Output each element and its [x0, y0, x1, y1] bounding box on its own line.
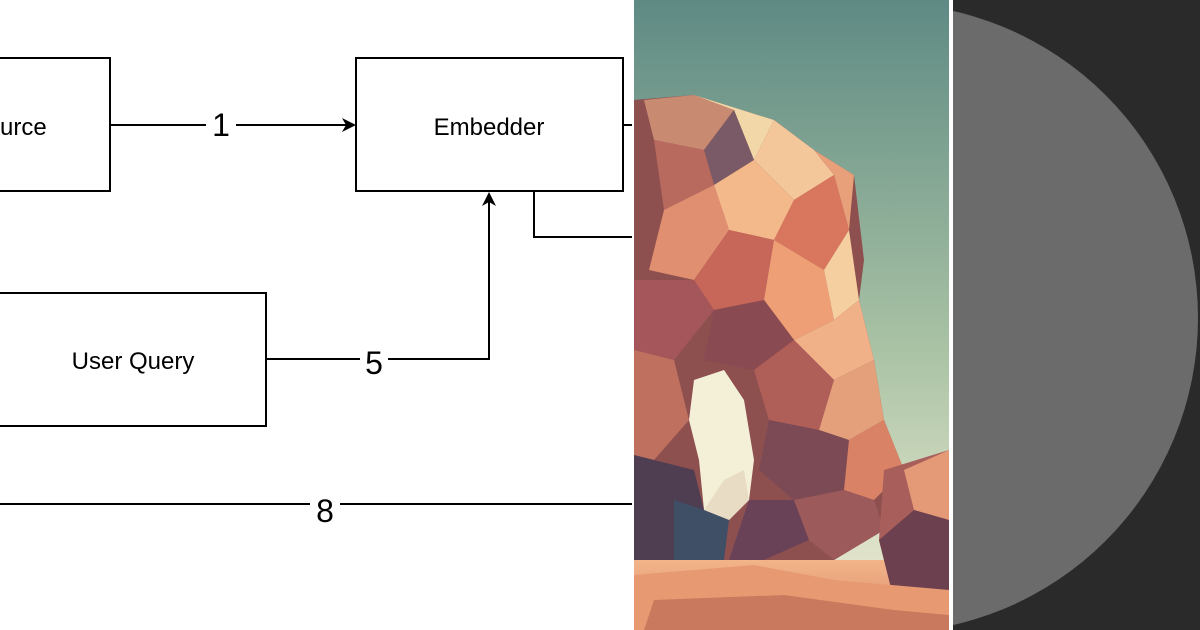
edge-label-5: 5: [365, 345, 383, 381]
edge-label-1: 1: [212, 107, 230, 143]
low-poly-rock-illustration: [634, 0, 949, 630]
flow-diagram: urce Embedder User Query 1 5: [0, 57, 632, 529]
edge-label-8: 8: [316, 493, 334, 529]
dark-panel: [953, 0, 1200, 630]
edge-embedder-out: [533, 124, 632, 238]
edge-userquery-embedder: 5: [266, 192, 496, 381]
grey-disc-icon: [953, 0, 1200, 630]
node-user-query-label: User Query: [72, 348, 195, 375]
low-poly-rock-icon: [634, 0, 949, 630]
node-embedder-label: Embedder: [434, 114, 545, 141]
diagram-canvas: urce Embedder User Query 1 5: [0, 57, 632, 529]
node-source: urce: [0, 57, 111, 192]
node-user-query: User Query: [0, 292, 267, 427]
node-embedder: Embedder: [355, 57, 624, 192]
panel-divider: [949, 0, 953, 630]
edge-source-embedder: 1: [110, 107, 356, 143]
node-source-label: urce: [0, 114, 47, 141]
edge-bottom: 8: [0, 493, 632, 529]
